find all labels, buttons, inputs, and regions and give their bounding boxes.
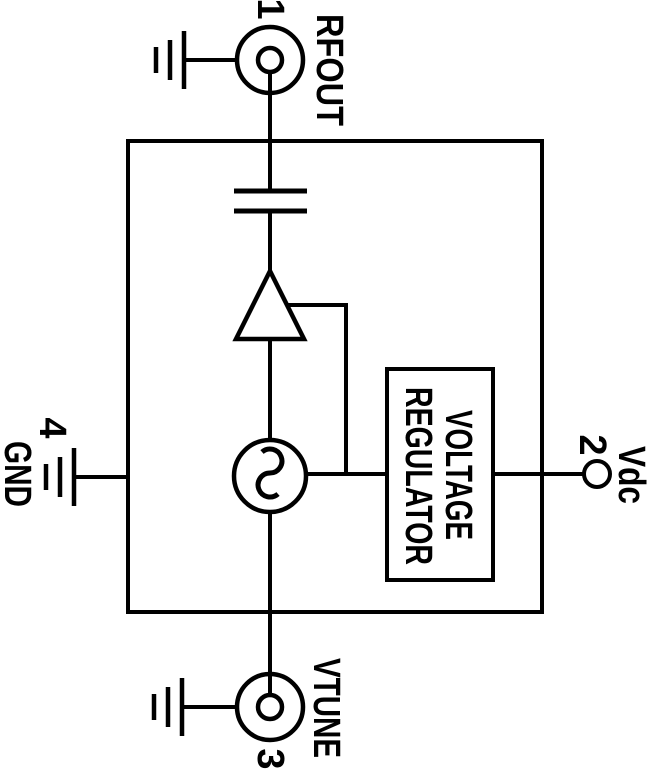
vtune-ground-icon: [151, 678, 238, 736]
vdc-terminal-icon: [582, 459, 612, 489]
pin2-label: Vdc: [610, 446, 651, 504]
vtune-connector-center-pin: [255, 692, 285, 722]
dc-block-capacitor-icon: [234, 188, 307, 214]
pin3-number: 3: [249, 748, 291, 769]
pin1-number: 1: [249, 0, 291, 20]
voltage-regulator-label-line2: REGULATOR: [397, 387, 439, 565]
gnd-ground-icon: [43, 448, 128, 506]
oscillator-icon: [231, 437, 309, 515]
rfout-connector-center-pin: [255, 45, 285, 75]
pin4-label: GND: [0, 441, 38, 507]
voltage-regulator-label-line1: VOLTAGE: [437, 410, 479, 540]
rfout-ground-icon: [153, 31, 238, 89]
pin4-number: 4: [31, 417, 73, 438]
pin1-label: RFOUT: [308, 14, 350, 126]
sine-wave-icon: [255, 446, 285, 500]
pin2-number: 2: [571, 434, 613, 455]
feedback-wire: [287, 303, 348, 474]
pin3-label: VTUNE: [305, 658, 347, 758]
package-outline: [126, 139, 544, 614]
